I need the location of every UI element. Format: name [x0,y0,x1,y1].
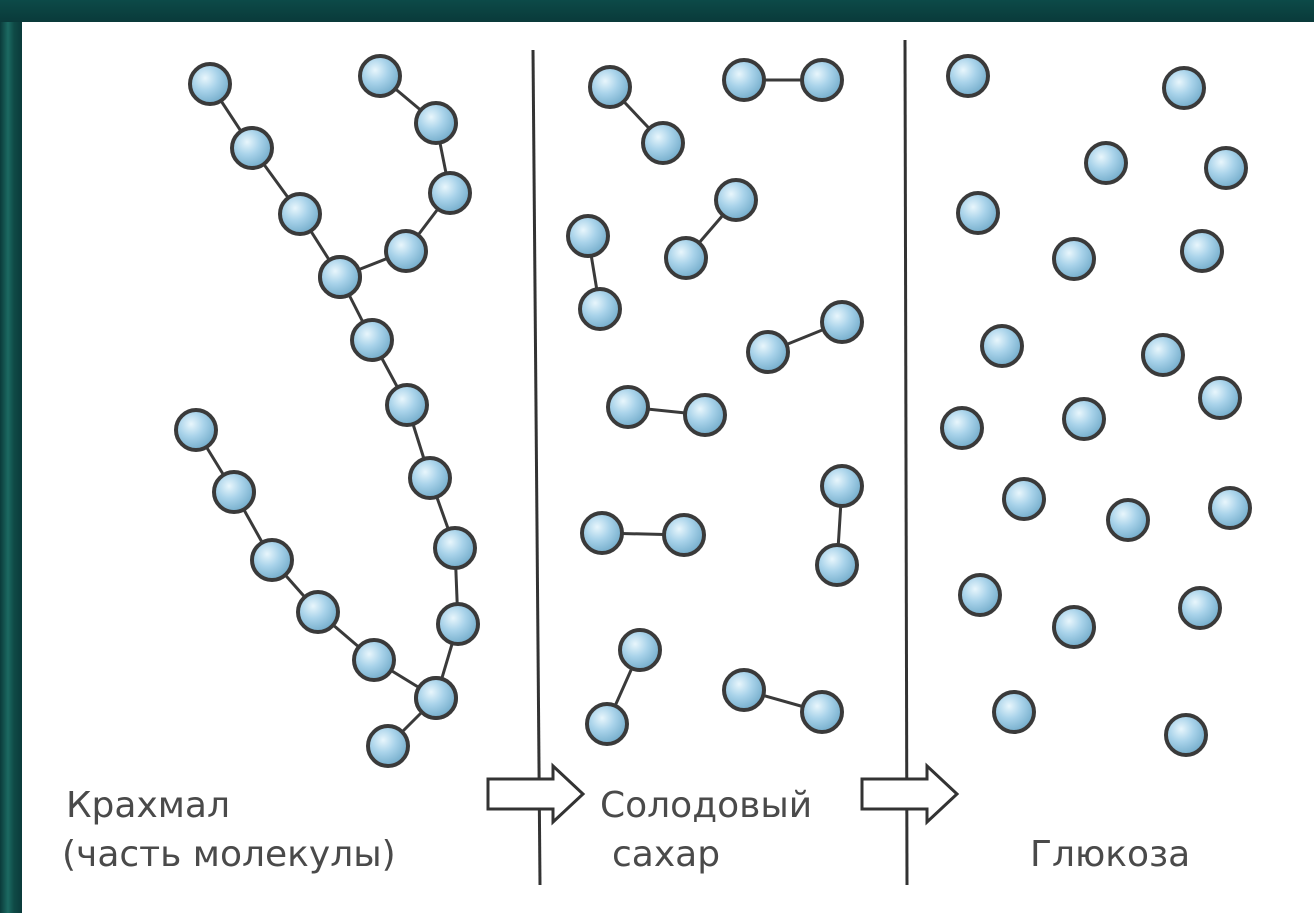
maltose-molecule-unit [578,287,622,331]
glucose-molecule [1204,146,1248,190]
starch-molecule-unit [408,456,452,500]
starch-molecule-unit [433,526,477,570]
starch-molecule-unit [366,724,410,768]
glucose-molecule [1164,713,1208,757]
glucose-molecule [1052,237,1096,281]
maltose-molecule-unit [618,628,662,672]
starch-molecule-unit [384,229,428,273]
maltose-molecule-unit [662,513,706,557]
starch-molecule-unit [250,538,294,582]
starch-molecule-unit [428,171,472,215]
glucose-molecule [958,573,1002,617]
starch-molecule-unit [230,126,274,170]
divider-line-2 [903,39,909,886]
maltose-molecule-unit [714,178,758,222]
starch-molecule-unit [414,101,458,145]
maltose-molecule-unit [641,121,685,165]
maltose-molecule-unit [585,702,629,746]
glucose-molecule [1178,586,1222,630]
starch-molecule-unit [352,638,396,682]
starch-molecule-unit [296,590,340,634]
maltose-molecule-unit [683,393,727,437]
maltose-molecule-unit [800,58,844,102]
maltose-molecule-unit [820,464,864,508]
glucose-molecule [980,324,1024,368]
maltose-molecule-unit [820,300,864,344]
bond-layer [194,74,844,748]
starch-molecule-unit [318,255,362,299]
glucose-molecule [1052,605,1096,649]
maltose-molecule-unit [746,330,790,374]
starch-molecule-unit [414,676,458,720]
starch-molecule-unit [174,408,218,452]
maltose-molecule-unit [664,236,708,280]
maltose-molecule-unit [815,543,859,587]
starch-label-line1: Крахмал [66,785,230,826]
glucose-molecule [940,406,984,450]
maltose-label-line1: Солодовый [600,785,812,826]
glucose-molecule [1180,229,1224,273]
starch-molecule-unit [350,318,394,362]
divider-line-1 [531,49,542,886]
glucose-molecule [1162,66,1206,110]
maltose-molecule-unit [566,214,610,258]
maltose-molecule-unit [588,65,632,109]
arrow-right-icon [486,762,586,826]
starch-molecule-unit [188,62,232,106]
maltose-molecule-unit [606,385,650,429]
glucose-molecule [1106,498,1150,542]
starch-molecule-unit [358,54,402,98]
starch-molecule-unit [436,602,480,646]
starch-label-line2: (часть молекулы) [62,834,396,875]
glucose-molecule [956,191,1000,235]
glucose-molecule [1084,141,1128,185]
starch-molecule-unit [278,192,322,236]
maltose-molecule-unit [722,668,766,712]
arrow-right-icon [860,762,960,826]
molecule-layer [174,54,1252,768]
glucose-molecule [1208,486,1252,530]
glucose-label: Глюкоза [1030,834,1190,875]
starch-molecule-unit [385,383,429,427]
glucose-molecule [1062,397,1106,441]
maltose-molecule-unit [800,690,844,734]
glucose-molecule [992,690,1036,734]
starch-molecule-unit [212,470,256,514]
maltose-label-line2: сахар [612,834,720,875]
maltose-molecule-unit [722,58,766,102]
glucose-molecule [946,54,990,98]
top-border [0,0,1314,22]
glucose-molecule [1002,477,1046,521]
glucose-molecule [1141,333,1185,377]
glucose-molecule [1198,376,1242,420]
maltose-molecule-unit [580,511,624,555]
